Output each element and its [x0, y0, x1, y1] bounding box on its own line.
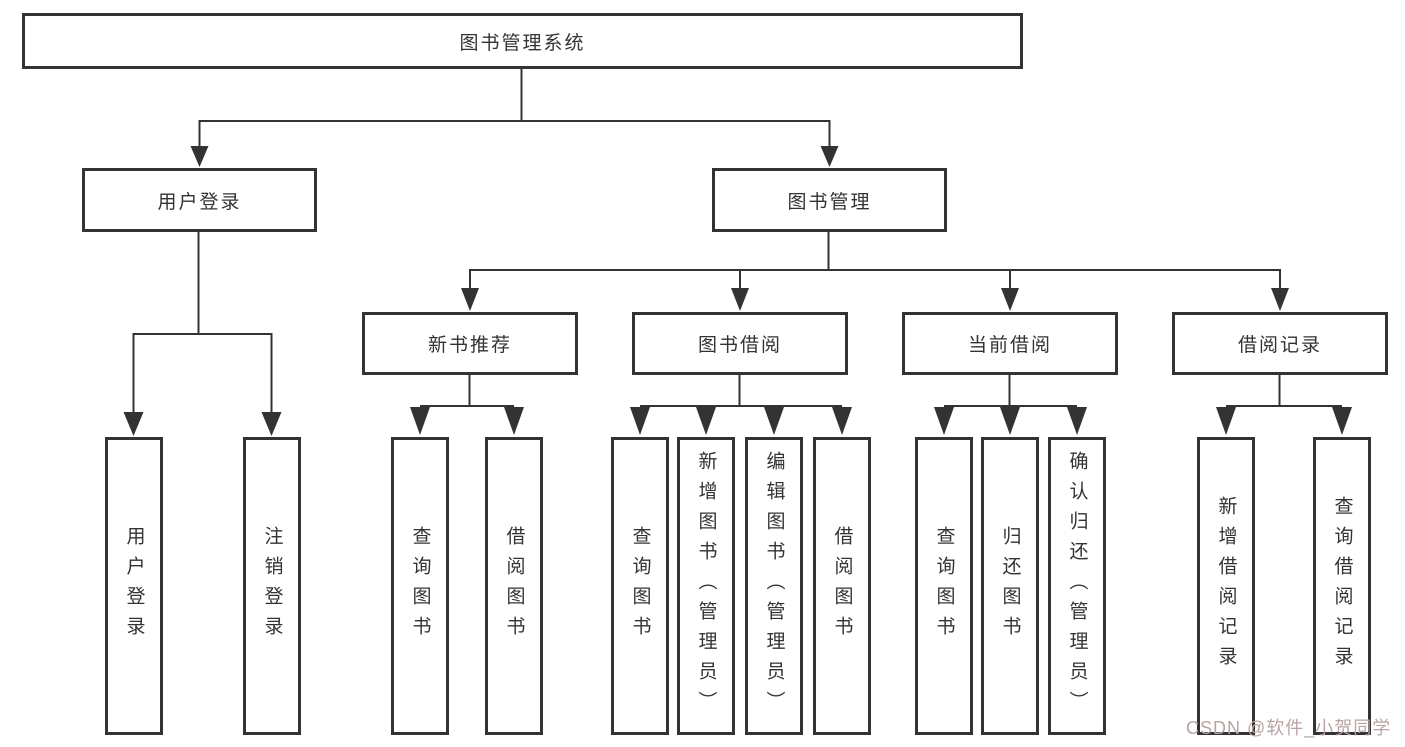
connector-current-borrowing-split	[944, 375, 1077, 407]
arrowhead-down-icon	[261, 412, 282, 436]
leaf-borrowing-edit-books-admin: 编辑图书（管理员）	[745, 437, 803, 735]
arrowhead-down-icon	[190, 146, 209, 167]
node-new-book-recommendation: 新书推荐	[362, 312, 578, 375]
connector-new-book-split	[420, 375, 514, 407]
leaf-borrowing-query-books: 查询图书	[611, 437, 669, 735]
arrowhead-down-icon	[696, 407, 716, 435]
leaf-current-confirm-return-admin: 确认归还（管理员）	[1048, 437, 1106, 735]
arrowhead-down-icon	[123, 412, 144, 436]
node-current-borrowing: 当前借阅	[902, 312, 1118, 375]
arrowhead-down-icon	[1216, 407, 1236, 435]
connector-root-split	[198, 69, 831, 147]
leaf-logout: 注销登录	[243, 437, 301, 735]
watermark: CSDN @软件_小贺同学	[1186, 718, 1392, 738]
arrowhead-down-icon	[1332, 407, 1352, 435]
node-borrowing-records: 借阅记录	[1172, 312, 1388, 375]
node-book-management: 图书管理	[712, 168, 947, 232]
arrowhead-down-icon	[1000, 407, 1020, 435]
leaf-current-query-books: 查询图书	[915, 437, 973, 735]
arrowhead-down-icon	[731, 288, 749, 311]
leaf-user-login: 用户登录	[105, 437, 163, 735]
connector-book-borrowing-split	[640, 375, 842, 407]
connector-book-management-split	[469, 232, 1281, 289]
arrowhead-down-icon	[461, 288, 479, 311]
leaf-borrowing-borrow-books: 借阅图书	[813, 437, 871, 735]
leaf-recommend-borrow-books: 借阅图书	[485, 437, 543, 735]
node-book-borrowing: 图书借阅	[632, 312, 848, 375]
node-library-system: 图书管理系统	[22, 13, 1023, 69]
arrowhead-down-icon	[832, 407, 852, 435]
leaf-records-query-record: 查询借阅记录	[1313, 437, 1371, 735]
arrowhead-down-icon	[410, 407, 430, 435]
leaf-borrowing-add-books-admin: 新增图书（管理员）	[677, 437, 735, 735]
arrowhead-down-icon	[934, 407, 954, 435]
arrowhead-down-icon	[504, 407, 524, 435]
arrowhead-down-icon	[630, 407, 650, 435]
arrowhead-down-icon	[764, 407, 784, 435]
leaf-recommend-query-books: 查询图书	[391, 437, 449, 735]
arrowhead-down-icon	[820, 146, 839, 167]
arrowhead-down-icon	[1271, 288, 1289, 311]
connector-borrowing-records-split	[1226, 375, 1342, 407]
connector-user-login-split	[132, 232, 273, 413]
leaf-records-add-record: 新增借阅记录	[1197, 437, 1255, 735]
arrowhead-down-icon	[1067, 407, 1087, 435]
arrowhead-down-icon	[1001, 288, 1019, 311]
leaf-current-return-books: 归还图书	[981, 437, 1039, 735]
node-user-login: 用户登录	[82, 168, 317, 232]
